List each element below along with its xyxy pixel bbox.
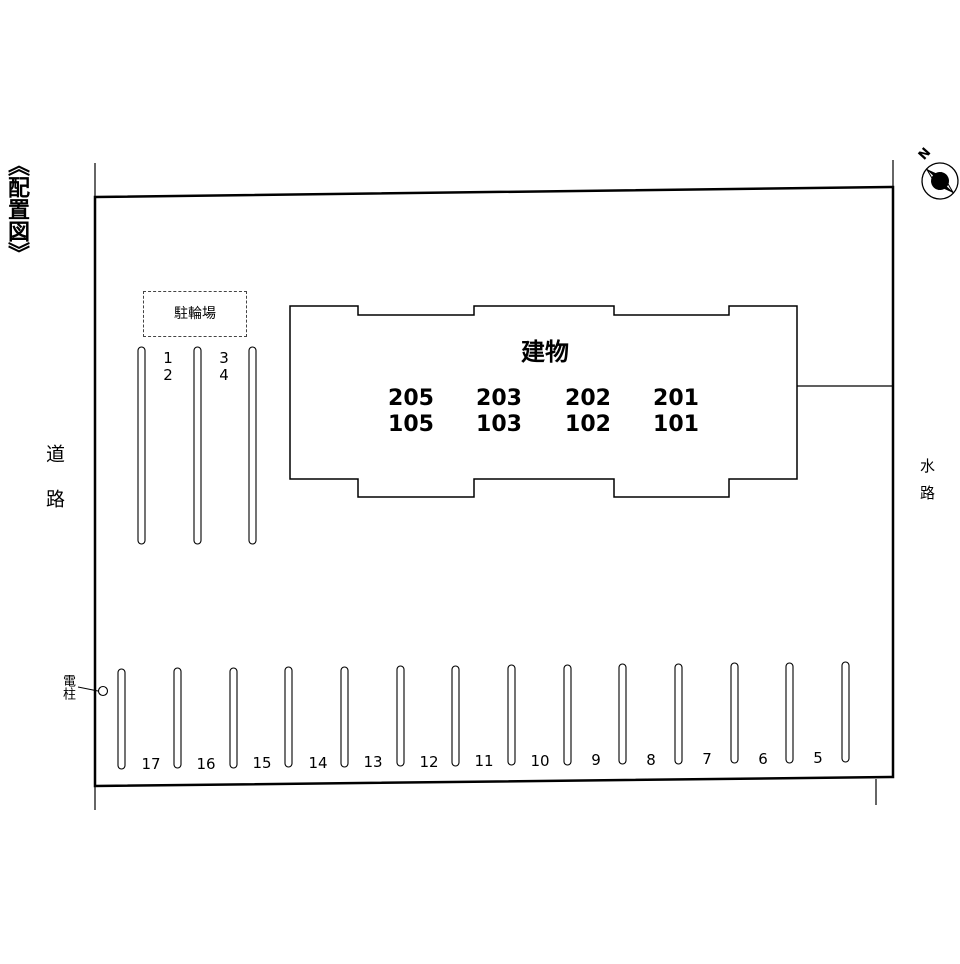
parking-divider (396, 665, 405, 767)
parking-divider (841, 661, 850, 763)
unit-number-upper: 205 (388, 386, 434, 411)
bike-space-number: 2 (163, 366, 173, 384)
parking-divider (451, 665, 460, 767)
parking-divider (785, 662, 794, 764)
parking-space-number: 11 (474, 752, 494, 770)
unit-pair: 201 101 (643, 386, 709, 438)
bike-space-numbers: 1 2 (158, 350, 178, 384)
parking-divider (563, 664, 572, 766)
bicycle-parking-area: 駐輪場 (143, 291, 247, 337)
parking-space-number: 8 (646, 751, 656, 769)
site-boundary (93, 185, 895, 788)
parking-space-number: 17 (141, 755, 161, 773)
parking-space-number: 16 (196, 755, 216, 773)
parking-space-number: 10 (530, 752, 550, 770)
unit-pair: 205 105 (378, 386, 444, 438)
unit-pair: 202 102 (555, 386, 621, 438)
bike-space-numbers: 3 4 (214, 350, 234, 384)
parking-dividers (117, 661, 850, 770)
building-outline (289, 305, 798, 498)
parking-divider (173, 667, 182, 769)
parking-space-number: 12 (419, 753, 439, 771)
parking-space-number: 14 (308, 754, 328, 772)
waterway-label: 水路 (918, 458, 936, 512)
north-compass-icon (921, 162, 959, 200)
map-title: 《配置図》 (4, 154, 29, 264)
parking-divider (674, 663, 683, 765)
unit-number-lower: 103 (476, 412, 522, 437)
parking-space-number: 13 (363, 753, 383, 771)
utility-pole-label: 電柱 (60, 674, 75, 700)
unit-number-lower: 105 (388, 412, 434, 437)
parking-divider (340, 666, 349, 768)
parking-divider (730, 662, 739, 764)
parking-divider (284, 666, 293, 768)
north-label: N (916, 145, 934, 163)
building-label: 建物 (521, 338, 569, 366)
unit-number-lower: 101 (653, 412, 699, 437)
unit-pair: 203 103 (466, 386, 532, 438)
parking-divider (507, 664, 516, 766)
parking-space-number: 6 (758, 750, 768, 768)
unit-number-upper: 201 (653, 386, 699, 411)
unit-number-upper: 203 (476, 386, 522, 411)
parking-space-number: 15 (252, 754, 272, 772)
utility-pole-leader (77, 686, 99, 692)
bike-divider (248, 346, 257, 545)
parking-divider (229, 667, 238, 769)
bike-divider (193, 346, 202, 545)
road-label: 道路 (43, 444, 65, 534)
parking-space-number: 7 (702, 750, 712, 768)
bike-space-number: 4 (219, 366, 229, 384)
bike-divider (137, 346, 146, 545)
parking-divider (117, 668, 126, 770)
parking-space-number: 5 (813, 749, 823, 767)
utility-pole-icon (97, 685, 109, 697)
parking-divider (618, 663, 627, 765)
bike-space-number: 1 (163, 349, 173, 367)
unit-number-upper: 202 (565, 386, 611, 411)
parking-space-number: 9 (591, 751, 601, 769)
unit-number-lower: 102 (565, 412, 611, 437)
bike-space-number: 3 (219, 349, 229, 367)
